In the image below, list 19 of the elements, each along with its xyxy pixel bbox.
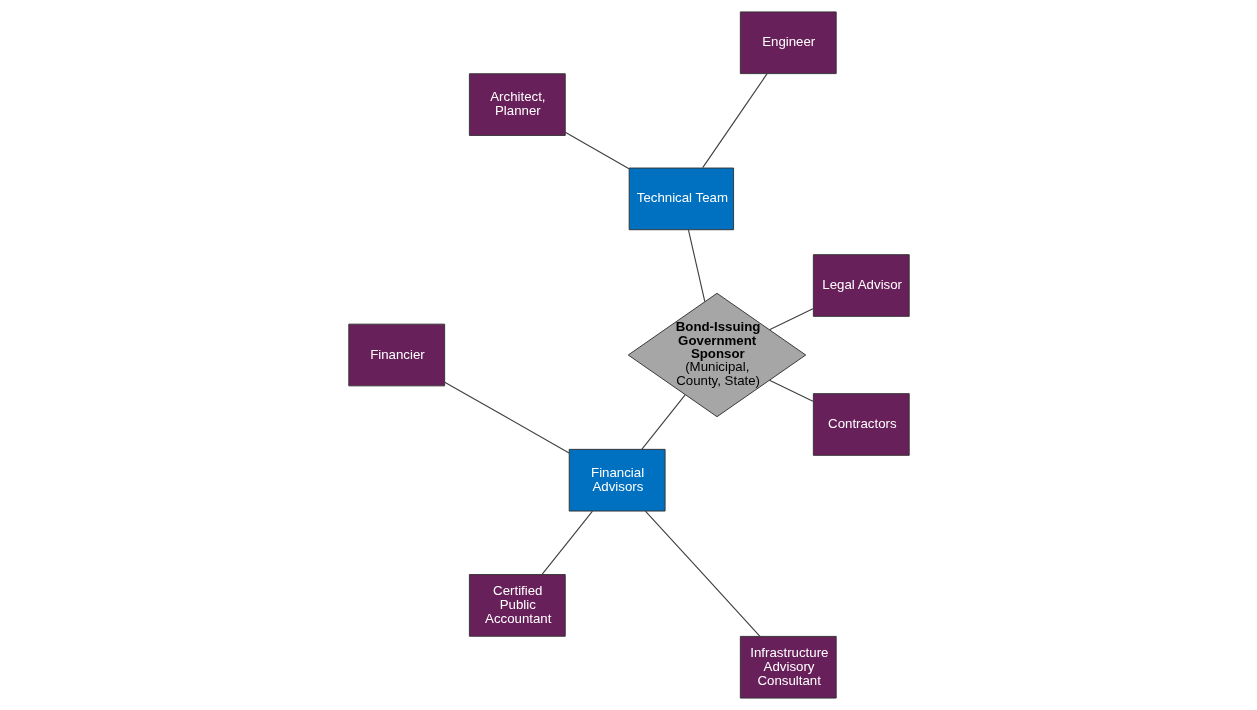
node-box: Infrastructure Advisory Consultant (739, 635, 837, 699)
node-box: Financier (347, 323, 445, 387)
connector (640, 394, 686, 450)
connector (644, 510, 761, 637)
connector (768, 308, 813, 331)
node-box: Architect, Planner (468, 73, 566, 136)
connector (687, 229, 705, 303)
node-box: Financial Advisors (568, 448, 666, 512)
node-box: Technical Team (628, 167, 734, 231)
connector (564, 131, 630, 170)
connector (540, 510, 593, 575)
node-box: Certified Public Accountant (468, 574, 566, 637)
node-box: Contractors (812, 393, 910, 456)
node-box: Engineer (739, 11, 837, 75)
node-diamond: Bond-Issuing Government Sponsor (Municipal, County, State) (627, 292, 806, 418)
node-box: Legal Advisor (812, 254, 910, 317)
connector (701, 73, 768, 169)
connector (443, 381, 570, 454)
connector (768, 379, 813, 402)
